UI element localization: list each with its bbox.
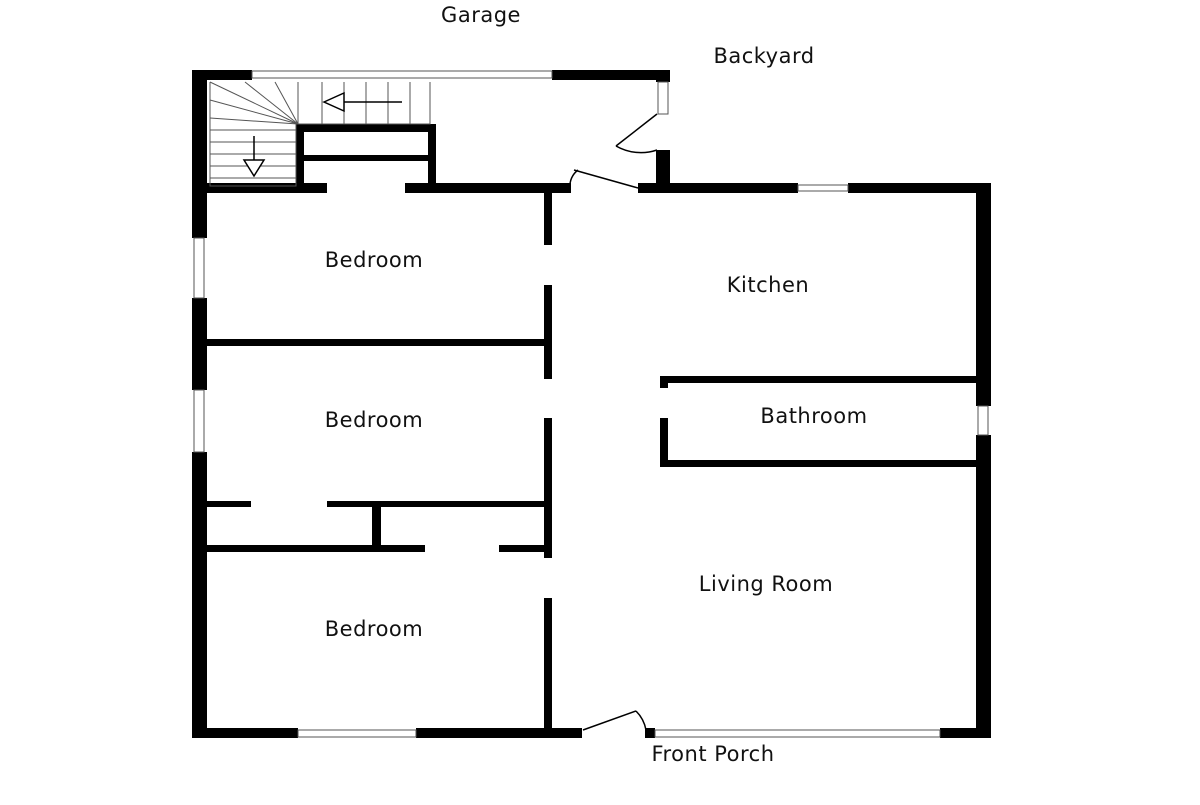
stair-right-wall-top bbox=[656, 70, 670, 82]
closet-right-wall bbox=[428, 124, 436, 188]
bedroom-label-middle: Bedroom bbox=[325, 408, 423, 432]
bottom-wall-a bbox=[192, 728, 298, 738]
top-wall-right bbox=[552, 70, 670, 80]
bottom-wall-c bbox=[645, 728, 655, 738]
backyard-label: Backyard bbox=[713, 44, 814, 68]
bedroom-label-top: Bedroom bbox=[325, 248, 423, 272]
bedroom-divider-wall bbox=[207, 339, 544, 346]
closet-left-wall bbox=[296, 124, 304, 188]
kitchen-top-wall-a bbox=[638, 183, 798, 193]
bathroom-left-wall-top bbox=[660, 376, 668, 388]
closet-wall-a bbox=[207, 501, 251, 507]
staircase bbox=[207, 81, 571, 193]
kitchen-top-wall-b bbox=[848, 183, 991, 193]
bottom-wall-d bbox=[940, 728, 991, 738]
bedroom-bottom-top-wall-a bbox=[207, 545, 425, 552]
window-left-upper bbox=[193, 237, 205, 299]
window-bedroom-bottom bbox=[297, 729, 417, 738]
bathroom-top-wall bbox=[660, 376, 976, 383]
window-kitchen bbox=[797, 184, 849, 192]
window-living-room bbox=[654, 729, 941, 738]
stair-bottom-wall-b bbox=[405, 183, 571, 193]
closet-wall-b bbox=[327, 501, 544, 507]
bedroom-bottom-top-wall-b bbox=[499, 545, 544, 552]
front-porch-label: Front Porch bbox=[651, 742, 774, 766]
top-wall-left bbox=[192, 70, 252, 80]
bathroom-label: Bathroom bbox=[760, 404, 867, 428]
center-wall-3 bbox=[544, 418, 552, 558]
center-wall-2 bbox=[544, 285, 552, 379]
back-door bbox=[615, 113, 658, 154]
window-backyard bbox=[657, 81, 669, 115]
front-door bbox=[582, 710, 647, 731]
window-left-lower bbox=[193, 389, 205, 453]
arrow-down-icon bbox=[242, 136, 266, 178]
interior-walls bbox=[207, 193, 976, 730]
left-wall-lower bbox=[192, 452, 207, 738]
stair-bottom-wall-a bbox=[207, 183, 327, 193]
bathroom-bottom-wall bbox=[660, 460, 976, 467]
exterior-walls bbox=[192, 70, 991, 738]
closet-top-wall bbox=[296, 124, 436, 132]
windows bbox=[193, 70, 989, 738]
bottom-wall-b bbox=[416, 728, 582, 738]
closet-divider bbox=[372, 501, 381, 549]
center-wall-1 bbox=[544, 193, 552, 245]
room-labels: Garage Backyard Bedroom Bedroom Bedroom … bbox=[325, 3, 867, 766]
living-room-label: Living Room bbox=[699, 572, 833, 596]
kitchen-door bbox=[569, 169, 639, 189]
garage-label: Garage bbox=[441, 3, 521, 27]
stair-right-wall-bottom bbox=[656, 150, 670, 190]
right-wall-upper bbox=[976, 183, 991, 406]
stair-outline bbox=[209, 82, 431, 187]
center-wall-4 bbox=[544, 598, 552, 730]
right-wall-lower bbox=[976, 435, 991, 738]
doors bbox=[569, 113, 658, 731]
bedroom-label-bottom: Bedroom bbox=[325, 617, 423, 641]
arrow-left-icon bbox=[322, 91, 402, 113]
window-top bbox=[251, 70, 553, 79]
bathroom-left-wall-bottom bbox=[660, 418, 668, 467]
window-bathroom bbox=[977, 405, 989, 436]
left-wall-upper bbox=[192, 70, 207, 238]
closet-shelf bbox=[304, 155, 428, 161]
kitchen-label: Kitchen bbox=[727, 273, 809, 297]
left-wall-mid bbox=[192, 298, 207, 390]
